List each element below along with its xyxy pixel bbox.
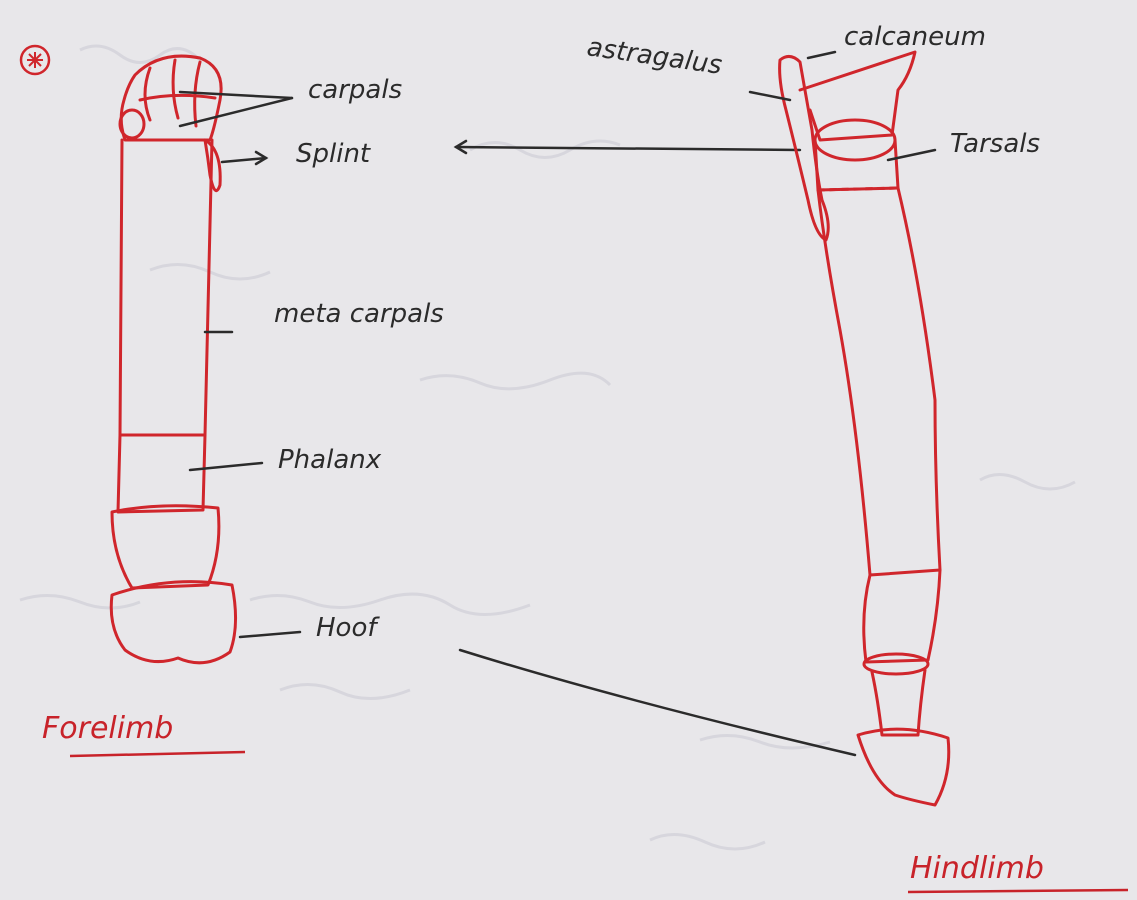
hindlimb-metatarsal bbox=[818, 188, 940, 575]
forelimb-lower-phalanx bbox=[112, 506, 219, 588]
forelimb-leaders bbox=[180, 92, 800, 637]
forelimb-phalanx bbox=[118, 435, 205, 512]
tarsals-label: Tarsals bbox=[950, 129, 1040, 159]
hindlimb-phalanx-2 bbox=[872, 670, 925, 735]
hindlimb-title: Hindlimb bbox=[910, 851, 1044, 886]
forelimb-drawing bbox=[111, 56, 235, 663]
asterisk-in-circle-icon bbox=[21, 46, 49, 74]
forelimb-metacarpal bbox=[120, 140, 212, 435]
splint-label: Splint bbox=[296, 139, 371, 169]
hindlimb-tarsals bbox=[815, 140, 898, 190]
astragalus-label: astragalus bbox=[585, 32, 724, 81]
hindlimb-title-underline bbox=[908, 890, 1128, 892]
forelimb-hoof bbox=[111, 582, 235, 663]
metacarpals-label: meta carpals bbox=[274, 299, 444, 329]
hindlimb-drawing bbox=[780, 52, 949, 805]
forelimb-title: Forelimb bbox=[42, 711, 173, 746]
hindlimb-astragalus bbox=[800, 52, 915, 140]
hindlimb-phalanx-1 bbox=[864, 570, 940, 662]
carpals-label: carpals bbox=[308, 75, 402, 105]
bleed-through-watermark bbox=[20, 46, 1075, 849]
calcaneum-label: calcaneum bbox=[844, 22, 986, 52]
phalanx-label: Phalanx bbox=[278, 445, 382, 475]
hoof-label: Hoof bbox=[316, 613, 380, 643]
forelimb-title-underline bbox=[70, 752, 245, 756]
hindlimb-hoof bbox=[858, 729, 949, 805]
